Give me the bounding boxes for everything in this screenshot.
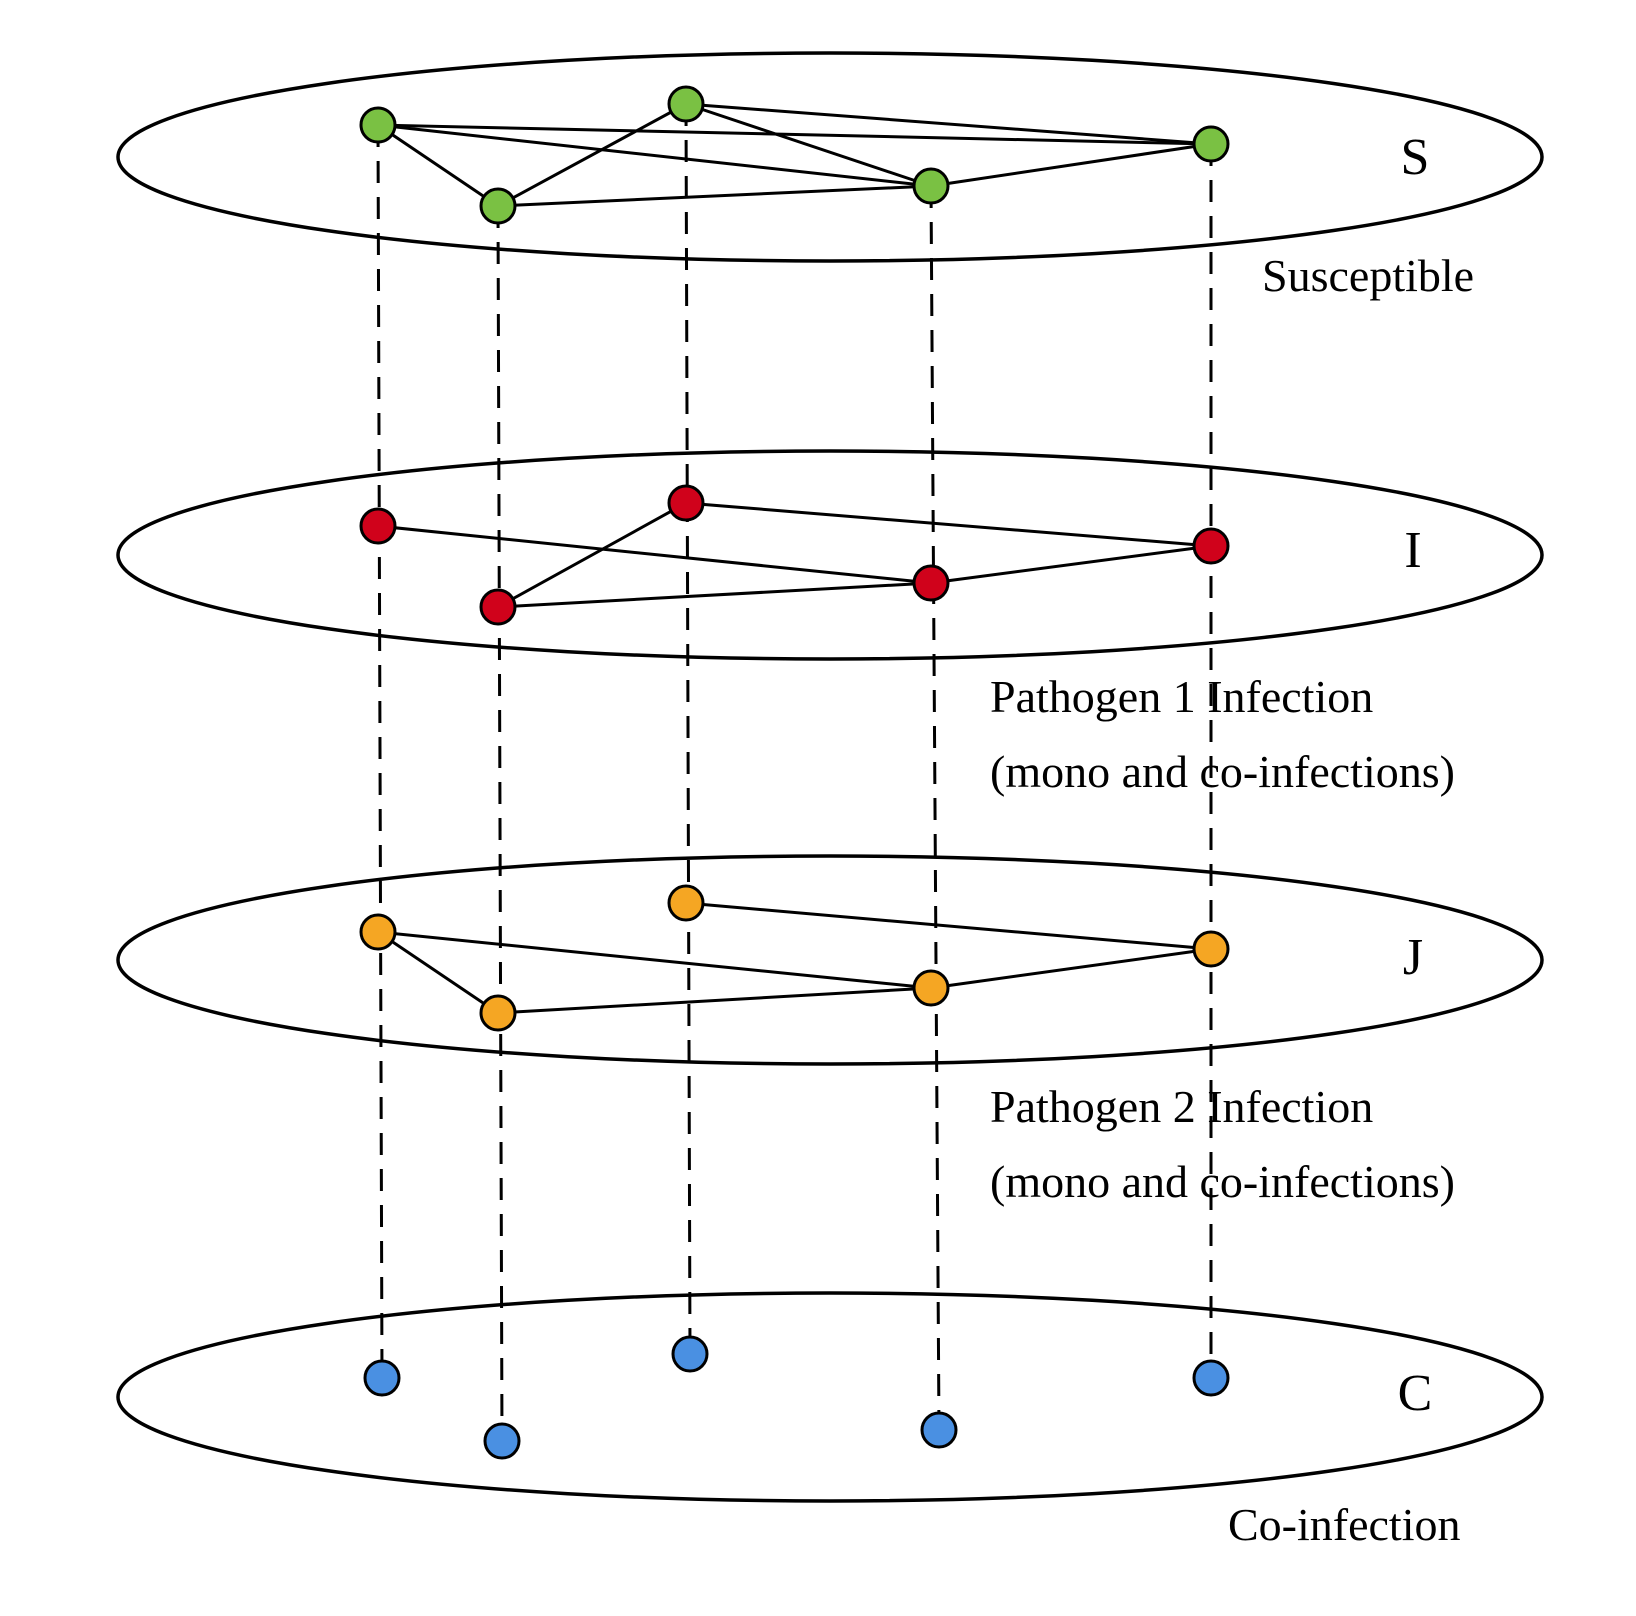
- node-c-n1: [363, 1359, 401, 1397]
- layer-plane-j: [116, 854, 1544, 1066]
- layer-symbol-j: J: [1403, 929, 1423, 986]
- edge-i-n4-n5: [930, 544, 1212, 585]
- caption-pathogen-2: Pathogen 2 Infection: [990, 1081, 1373, 1132]
- edge-s-n1-n4: [377, 123, 932, 188]
- layer-plane-s: [116, 51, 1544, 263]
- intralayer-edges: [377, 102, 1212, 1015]
- node-j-n5: [1192, 930, 1230, 968]
- edge-s-n2-n4: [497, 184, 932, 208]
- node-c-n2: [483, 1422, 521, 1460]
- edge-s-n3-n5: [685, 102, 1212, 146]
- node-s-n1: [359, 106, 397, 144]
- interlayer-link-n2: [496, 205, 504, 1442]
- layer-plane-c: [116, 1291, 1544, 1503]
- network-nodes: [359, 85, 1230, 1460]
- edge-s-n3-n4: [685, 102, 932, 188]
- edge-j-n3-n5: [685, 901, 1212, 951]
- edge-i-n1-n4: [377, 524, 932, 585]
- interlayer-link-n3: [684, 103, 692, 1355]
- caption-susceptible: Susceptible: [1262, 250, 1474, 301]
- edge-j-n2-n4: [497, 986, 932, 1015]
- caption-pathogen-1-sub: (mono and co-infections): [990, 746, 1455, 797]
- edge-s-n1-n5: [377, 123, 1212, 146]
- node-j-n3: [667, 884, 705, 922]
- edge-j-n1-n2: [377, 930, 499, 1015]
- node-c-n4: [920, 1411, 958, 1449]
- edge-j-n4-n5: [930, 947, 1212, 990]
- node-c-n5: [1192, 1359, 1230, 1397]
- layer-symbol-s: S: [1401, 129, 1430, 186]
- caption-pathogen-1: Pathogen 1 Infection: [990, 671, 1373, 722]
- node-j-n1: [359, 913, 397, 951]
- node-s-n5: [1192, 125, 1230, 163]
- node-j-n4: [912, 969, 950, 1007]
- caption-pathogen-2-sub: (mono and co-infections): [990, 1156, 1455, 1207]
- edge-i-n2-n3: [497, 501, 687, 609]
- node-i-n3: [667, 484, 705, 522]
- node-i-n1: [359, 507, 397, 545]
- layer-planes: [116, 51, 1544, 1503]
- caption-co-infection: Co-infection: [1228, 1499, 1461, 1550]
- edge-j-n1-n4: [377, 930, 932, 990]
- interlayer-links: [376, 103, 1213, 1442]
- edge-s-n2-n3: [497, 102, 687, 208]
- node-s-n3: [667, 85, 705, 123]
- node-i-n5: [1192, 527, 1230, 565]
- edge-i-n2-n4: [497, 581, 932, 609]
- edge-i-n3-n5: [685, 501, 1212, 548]
- node-c-n3: [671, 1335, 709, 1373]
- node-s-n2: [479, 187, 517, 225]
- layer-symbol-i: I: [1404, 522, 1421, 579]
- node-i-n2: [479, 588, 517, 626]
- node-j-n2: [479, 994, 517, 1032]
- layer-symbol-c: C: [1398, 1365, 1433, 1422]
- edge-s-n1-n2: [377, 123, 499, 208]
- interlayer-link-n1: [376, 124, 384, 1379]
- layer-plane-i: [116, 449, 1544, 661]
- node-s-n4: [912, 167, 950, 205]
- interlayer-link-n4: [929, 185, 941, 1431]
- edge-s-n4-n5: [930, 142, 1212, 188]
- node-i-n4: [912, 564, 950, 602]
